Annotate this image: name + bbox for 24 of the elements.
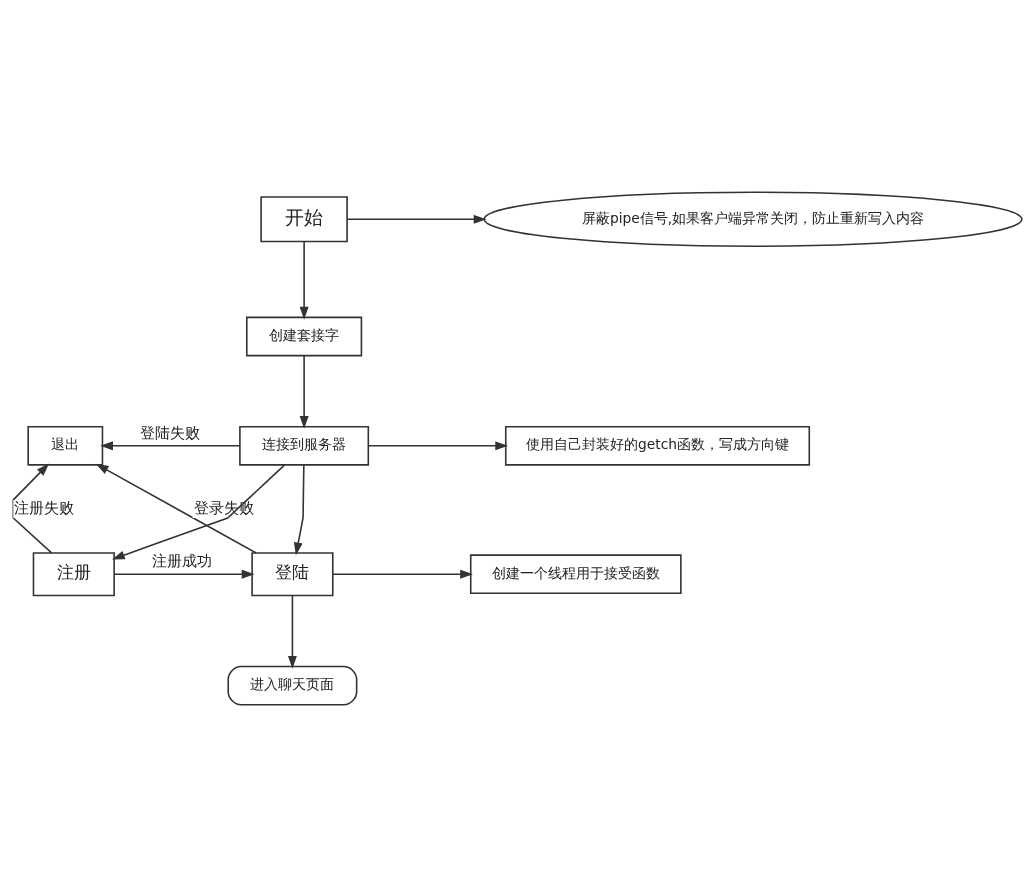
edge-label: 登陆失败 <box>139 423 200 442</box>
node-box: 使用自己封装好的getch函数，写成方向键 <box>504 425 810 466</box>
node-box: 进入聊天页面 <box>226 665 357 706</box>
node-box: 退出 <box>26 425 103 466</box>
node-box: 开始 <box>259 195 348 242</box>
node-box: 创建一个线程用于接受函数 <box>469 553 682 594</box>
edge-label: 注册失败 <box>13 498 74 517</box>
arrow <box>346 214 486 224</box>
node-ellipse: 屏蔽pipe信号,如果客户端异常关闭，防止重新写入内容 <box>482 191 1023 247</box>
arrow <box>99 440 240 450</box>
arrow <box>367 440 508 450</box>
node-box: 注册 <box>32 551 115 596</box>
edge-label: 注册成功 <box>151 551 212 570</box>
node-box: 创建套接字 <box>245 316 362 356</box>
arrow <box>113 569 254 579</box>
arrow <box>299 240 309 320</box>
arrow <box>287 594 297 669</box>
node-box: 连接到服务器 <box>238 425 369 466</box>
edge-label: 登录失败 <box>193 498 254 517</box>
arrow <box>293 463 305 555</box>
arrow <box>299 354 309 429</box>
arrow <box>331 569 473 579</box>
arrow <box>111 463 285 559</box>
node-box: 登陆 <box>250 551 334 596</box>
